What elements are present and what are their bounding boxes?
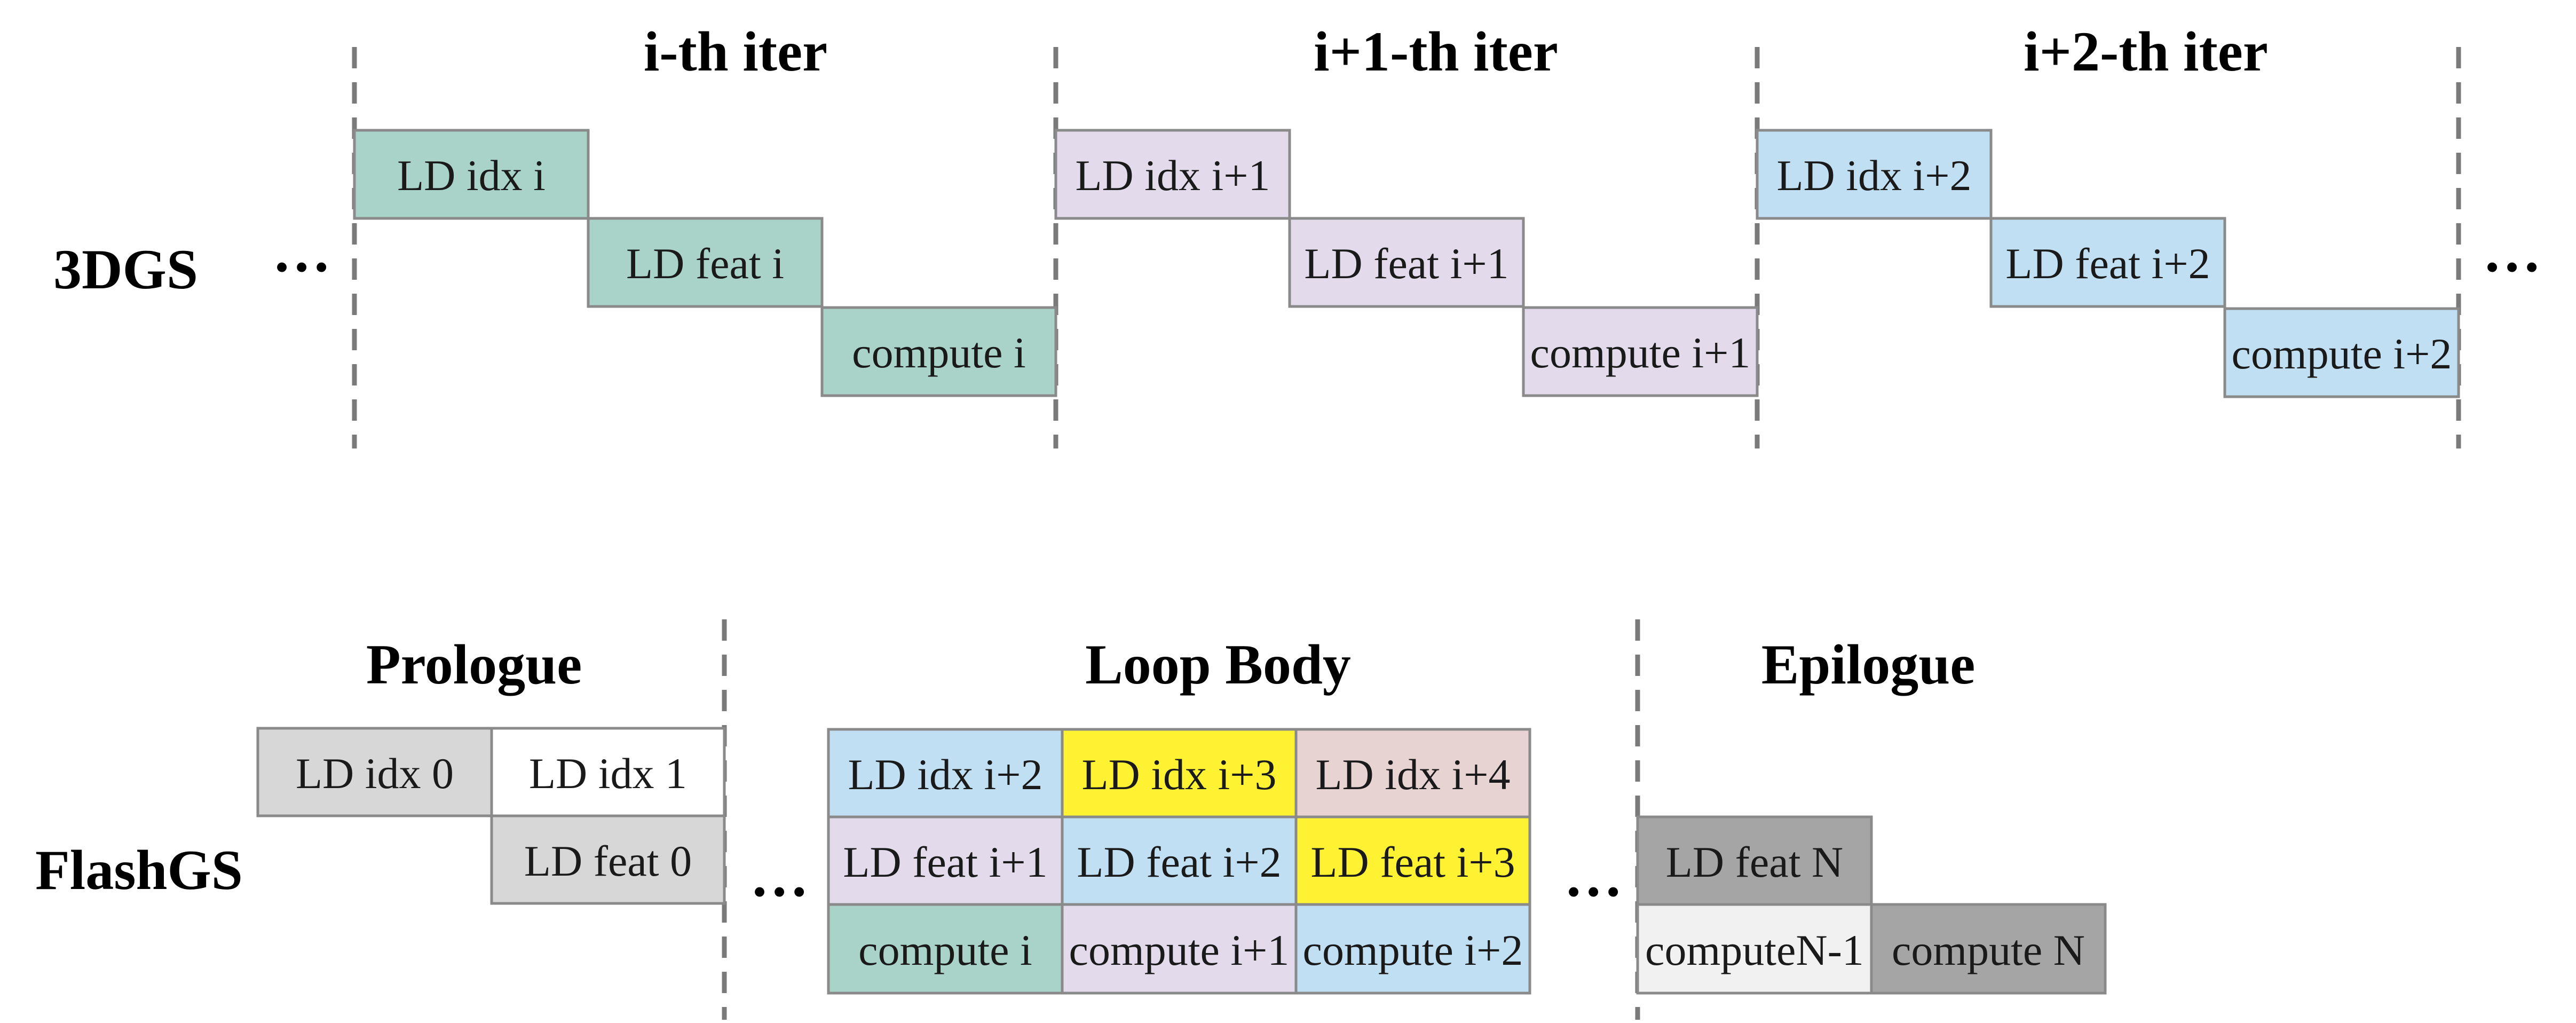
loop-body-header: Loop Body — [1085, 633, 1351, 696]
loop-cell-label: LD idx i+3 — [1081, 750, 1276, 799]
loop-cell-ld-feat-i-plus-2 — [1061, 815, 1298, 906]
ld-feat-label: LD feat i — [626, 239, 784, 288]
iteration-header-i-plus-2: i+2-th iter — [2024, 20, 2268, 83]
ld-feat-label: LD feat i+2 — [2005, 239, 2210, 288]
loop-cell-label: LD idx i+4 — [1315, 750, 1510, 799]
loop-cell-ld-idx-i-plus-4 — [1294, 728, 1531, 819]
prologue-ld-idx-0-label: LD idx 0 — [296, 749, 454, 798]
epilogue-compute-n-label: compute N — [1892, 926, 2085, 974]
loop-cell-compute-i-plus-1 — [1061, 903, 1298, 995]
iteration-i-plus-1-blocks: LD idx i+1 LD feat i+1 compute i+1 — [1054, 129, 1759, 397]
ellipsis-left: … — [272, 219, 331, 284]
ld-idx-label: LD idx i+2 — [1776, 151, 1971, 200]
loop-cell-label: LD idx i+2 — [848, 750, 1042, 799]
ld-idx-block — [353, 129, 590, 220]
iteration-i-plus-2-blocks: LD idx i+2 LD feat i+2 compute i+2 — [1756, 129, 2460, 398]
ld-idx-block — [1054, 129, 1291, 220]
loop-cell-ld-idx-i-plus-3 — [1061, 728, 1298, 819]
compute-block — [820, 306, 1057, 397]
loop-cell-label: compute i+1 — [1069, 926, 1290, 974]
epilogue-compute-n-minus-1-block — [1636, 903, 1873, 995]
prologue-ld-feat-0-block — [490, 814, 726, 905]
ellipsis-right: … — [2483, 219, 2541, 284]
loop-cell-label: LD feat i+1 — [843, 838, 1047, 886]
ellipsis-before-loop: … — [750, 844, 809, 909]
loop-cell-label: LD feat i+3 — [1310, 838, 1515, 886]
loop-cell-ld-feat-i-plus-1 — [827, 815, 1064, 906]
compute-label: compute i+2 — [2232, 329, 2452, 378]
epilogue-header: Epilogue — [1761, 633, 1976, 696]
epilogue-blocks: LD feat N computeN-1 compute N — [1636, 815, 2107, 995]
prologue-blocks: LD idx 0 LD idx 1 LD feat 0 — [256, 727, 726, 905]
prologue-ld-idx-1-block — [490, 727, 726, 817]
loop-cell-label: compute i — [858, 926, 1032, 974]
epilogue-ld-feat-n-label: LD feat N — [1666, 838, 1843, 886]
ld-feat-block — [1288, 217, 1525, 308]
prologue-ld-feat-0-label: LD feat 0 — [524, 837, 692, 885]
compute-block — [1522, 306, 1759, 397]
ld-idx-label: LD idx i — [397, 151, 546, 200]
ld-feat-block — [587, 217, 824, 308]
row-label-3dgs: 3DGS — [53, 238, 198, 301]
loop-cell-ld-feat-i-plus-3 — [1294, 815, 1531, 906]
ellipsis-after-loop: … — [1564, 844, 1623, 909]
ld-idx-label: LD idx i+1 — [1075, 151, 1270, 200]
compute-label: compute i — [852, 328, 1026, 377]
compute-label: compute i+1 — [1530, 328, 1751, 377]
baseline-3dgs-section: i-th iter i+1-th iter i+2-th iter 3DGS …… — [53, 20, 2541, 448]
prologue-ld-idx-0-block — [256, 727, 493, 817]
ld-feat-block — [1989, 217, 2226, 308]
loop-cell-label: compute i+2 — [1303, 926, 1523, 974]
iteration-header-i-plus-1: i+1-th iter — [1314, 20, 1558, 83]
iteration-i-blocks: LD idx i LD feat i compute i — [353, 129, 1057, 397]
ld-feat-label: LD feat i+1 — [1304, 239, 1508, 288]
compute-block — [2223, 307, 2460, 398]
loop-cell-compute-i-plus-2 — [1294, 903, 1531, 995]
epilogue-compute-n-minus-1-label: computeN-1 — [1645, 926, 1864, 974]
prologue-ld-idx-1-label: LD idx 1 — [529, 749, 687, 798]
prologue-header: Prologue — [366, 633, 582, 696]
epilogue-ld-feat-n-block — [1636, 815, 1873, 906]
iteration-header-i: i-th iter — [644, 20, 827, 83]
loop-cell-label: LD feat i+2 — [1077, 838, 1281, 886]
ld-idx-block — [1756, 129, 1993, 220]
flashgs-section: Prologue Loop Body Epilogue FlashGS … … … — [35, 619, 2107, 1020]
epilogue-compute-n-block — [1870, 903, 2107, 995]
row-label-flashgs: FlashGS — [35, 839, 243, 901]
loop-body-grid: LD idx i+2 LD idx i+3 LD idx i+4 LD feat… — [827, 728, 1531, 995]
